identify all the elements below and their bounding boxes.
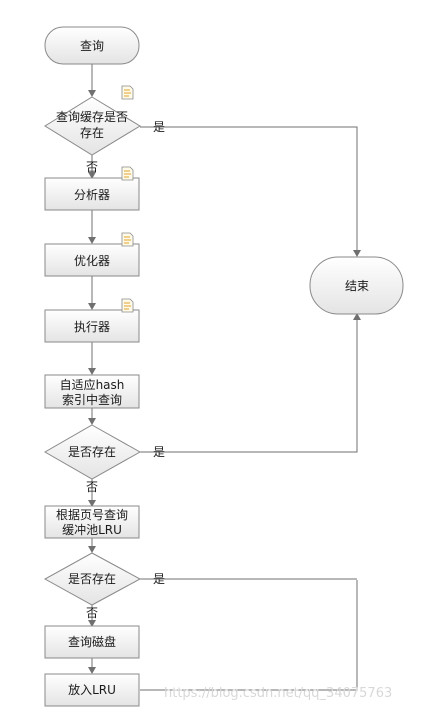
note-icon	[121, 298, 134, 313]
edge-cache-yes-to-end	[140, 126, 361, 257]
put-lru-label: 放入LRU	[68, 682, 116, 697]
exists-2-label: 是否存在	[68, 572, 116, 586]
buffer-pool-label-line1: 根据页号查询	[56, 508, 128, 522]
note-icon	[121, 232, 134, 247]
cache-no-label: 否	[86, 160, 98, 174]
start-node: 查询	[44, 26, 140, 65]
watermark-text: https://blog.csdn.net/qq_34075763	[164, 686, 392, 701]
cache-check-label-line1: 查询缓存是否	[56, 110, 128, 124]
cache-check-decision: 查询缓存是否 存在	[44, 96, 141, 156]
end-node: 结束	[309, 256, 404, 315]
exists-decision-2: 是否存在	[43, 552, 142, 606]
buffer-pool-lookup-node: 根据页号查询 缓冲池LRU	[44, 505, 140, 539]
executor-node: 执行器	[44, 309, 140, 343]
note-icon	[121, 166, 134, 181]
adaptive-hash-label-line2: 索引中查询	[62, 392, 122, 407]
parser-node: 分析器	[44, 177, 140, 211]
edge-exists1-yes-to-end	[140, 313, 361, 453]
adaptive-hash-node: 自适应hash 索引中查询	[44, 374, 140, 409]
adaptive-hash-label-line1: 自适应hash	[60, 377, 125, 392]
edge-put-lru-to-end	[140, 580, 358, 691]
note-icon	[121, 85, 134, 100]
exists-2-yes-label: 是	[153, 572, 165, 586]
connectors	[88, 64, 361, 691]
disk-query-node: 查询磁盘	[44, 625, 140, 659]
exists-1-label: 是否存在	[68, 445, 116, 459]
exists-decision-1: 是否存在	[43, 424, 142, 480]
parser-label: 分析器	[74, 188, 110, 202]
exists-1-no-label: 否	[86, 480, 98, 494]
cache-check-label-line2: 存在	[80, 126, 104, 140]
put-lru-node: 放入LRU	[44, 673, 140, 707]
end-label: 结束	[345, 279, 369, 293]
optimizer-node: 优化器	[44, 243, 140, 277]
disk-query-label: 查询磁盘	[68, 634, 116, 649]
buffer-pool-label-line2: 缓冲池LRU	[62, 522, 122, 537]
cache-yes-label: 是	[153, 120, 165, 134]
start-label: 查询	[80, 39, 104, 53]
exists-2-no-label: 否	[86, 606, 98, 620]
executor-label: 执行器	[74, 320, 110, 334]
exists-1-yes-label: 是	[153, 445, 165, 459]
optimizer-label: 优化器	[74, 254, 110, 268]
